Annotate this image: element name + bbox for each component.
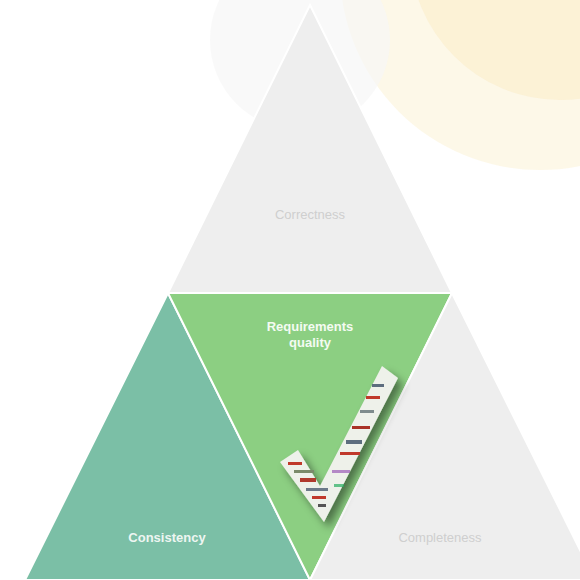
right-triangle: Completeness bbox=[310, 293, 580, 580]
triangle-label: Correctness bbox=[230, 207, 390, 223]
triangle-fill bbox=[310, 293, 580, 580]
triangle-label: Requirements quality bbox=[250, 319, 370, 351]
word-cloud-marks bbox=[288, 384, 384, 507]
triangle-label: Completeness bbox=[360, 530, 520, 546]
triangle-label: Consistency bbox=[87, 530, 247, 546]
top-triangle: Correctness bbox=[168, 5, 452, 293]
triangle-outline bbox=[168, 5, 452, 293]
checkmark-shape bbox=[280, 366, 398, 522]
triangle-fill bbox=[168, 5, 452, 293]
watermark-circle bbox=[410, 0, 580, 100]
